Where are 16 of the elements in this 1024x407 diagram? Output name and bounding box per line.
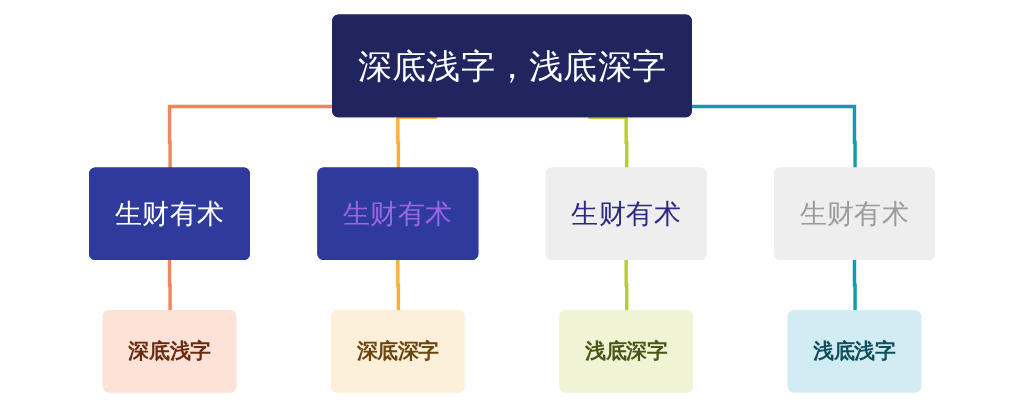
branch-box: 生财有术: [317, 167, 479, 260]
branch-box: 生财有术: [774, 167, 935, 260]
connector-line: [852, 258, 857, 312]
root-topic-box: 深底浅字，浅底深字: [332, 14, 692, 118]
connector-line: [588, 115, 629, 169]
leaf-tag: 深底深字: [331, 310, 465, 393]
connector-line: [691, 104, 857, 169]
branch-box: 生财有术: [545, 167, 707, 260]
leaf-tag: 浅底浅字: [787, 310, 922, 393]
connector-line: [396, 115, 437, 169]
connector-line: [167, 258, 172, 312]
connector-line: [624, 258, 629, 312]
connector-line: [396, 258, 401, 312]
leaf-tag: 浅底深字: [559, 310, 693, 393]
leaf-tag: 深底浅字: [102, 310, 237, 393]
branch-box: 生财有术: [89, 167, 250, 260]
